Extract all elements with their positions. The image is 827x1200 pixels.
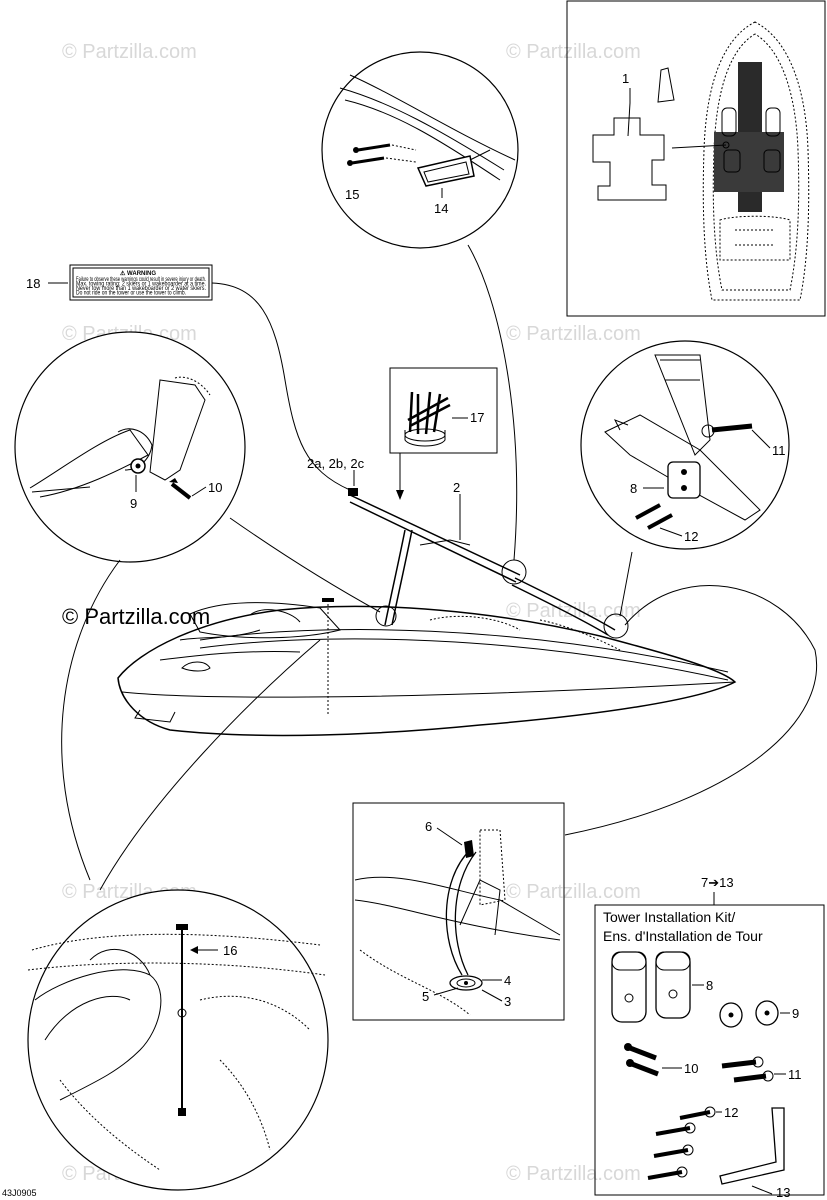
kit-callout-10: 10 <box>684 1061 698 1076</box>
callout-2abc: 2a, 2b, 2c <box>307 456 365 471</box>
hull <box>117 605 737 737</box>
callout-4: 4 <box>504 973 511 988</box>
callout-18: 18 <box>26 276 40 291</box>
pivot-detail-right: 11 8 12 <box>580 340 790 550</box>
callout-5: 5 <box>422 989 429 1004</box>
callout-14: 14 <box>434 201 448 216</box>
mat-piece-large <box>592 117 667 201</box>
mat-detail-box: 1 <box>566 0 826 317</box>
main-watermark: © Partzilla.com <box>62 604 210 629</box>
kit-bracket-8: 8 <box>611 951 713 1023</box>
leader-lines <box>61 244 817 891</box>
callout-11-right: 11 <box>772 443 786 458</box>
svg-text:Never tow more than 1 wakeboar: Never tow more than 1 wakeboarder or 2 w… <box>76 286 206 292</box>
boat-top-outline <box>702 21 810 301</box>
tower <box>349 494 521 576</box>
kit-washer-9: 9 <box>719 1000 799 1028</box>
svg-text:⚠ WARNING: ⚠ WARNING <box>120 270 156 277</box>
kit-screws-12: 12 <box>647 1105 738 1180</box>
boat-side-view: 2a, 2b, 2c 2 <box>117 456 737 737</box>
rod-detail: 16 <box>27 889 329 1191</box>
callout-17: 17 <box>470 410 484 425</box>
watermark: © Partzilla.com <box>62 41 197 63</box>
mirror-detail: 15 14 <box>321 51 519 249</box>
warning-label: ⚠ WARNING Failure to observe these warni… <box>26 264 351 491</box>
callout-16: 16 <box>223 943 237 958</box>
svg-text:Max. towing rating: 2 skiers o: Max. towing rating: 2 skiers or 1 wakebo… <box>76 282 206 288</box>
callout-8-right: 8 <box>630 481 637 496</box>
callout-12-right: 12 <box>684 529 698 544</box>
diagram-code: 43J0905 <box>2 1188 37 1198</box>
watermark: © Partzilla.com <box>506 600 641 622</box>
screw-15 <box>347 143 391 166</box>
kit-callout-12: 12 <box>724 1105 738 1120</box>
tower-bracket <box>667 461 701 499</box>
callout-1: 1 <box>622 71 629 86</box>
watermark: © Partzilla.com <box>506 1163 641 1185</box>
detail-circle <box>321 51 519 249</box>
detail-frame <box>566 0 826 317</box>
tower-kit-box: 7➔13 Tower Installation Kit/ Ens. d'Inst… <box>594 875 825 1200</box>
kit-bolts-10: 10 <box>624 1043 698 1077</box>
kit-callout-9: 9 <box>792 1006 799 1021</box>
kit-title-fr: Ens. d'Installation de Tour <box>603 928 763 944</box>
callout-3: 3 <box>504 994 511 1009</box>
kit-bolts-11: 11 <box>721 1056 802 1083</box>
kit-callout-11: 11 <box>788 1067 802 1082</box>
watermark: © Partzilla.com <box>506 881 641 903</box>
kit-callout-13: 13 <box>776 1185 790 1200</box>
callout-15: 15 <box>345 187 359 202</box>
callout-2: 2 <box>453 480 460 495</box>
kit-title-en: Tower Installation Kit/ <box>603 909 735 925</box>
callout-6: 6 <box>425 819 432 834</box>
kit-frame <box>594 904 825 1196</box>
anchor-bundle-box: 17 <box>389 367 498 500</box>
boat-top-inner <box>712 33 800 291</box>
detail-circle <box>580 340 790 550</box>
pivot-detail-left: 10 9 <box>14 331 246 563</box>
strap-detail-box: 6 4 3 5 <box>352 802 565 1021</box>
callout-10-left: 10 <box>208 480 222 495</box>
callout-9-left: 9 <box>130 496 137 511</box>
kit-range-label: 7➔13 <box>701 875 734 890</box>
svg-text:Do not ride on the tower or us: Do not ride on the tower or use the towe… <box>76 291 186 297</box>
mat-piece-small <box>657 67 675 103</box>
kit-allen-key-13: 13 <box>719 1107 790 1200</box>
detail-circle <box>27 889 329 1191</box>
watermark: © Partzilla.com <box>506 323 641 345</box>
detail-circle <box>14 331 246 563</box>
watermark: © Partzilla.com <box>506 41 641 63</box>
kit-callout-8: 8 <box>706 978 713 993</box>
svg-text:Failure to observe these warni: Failure to observe these warnings could … <box>76 277 206 283</box>
